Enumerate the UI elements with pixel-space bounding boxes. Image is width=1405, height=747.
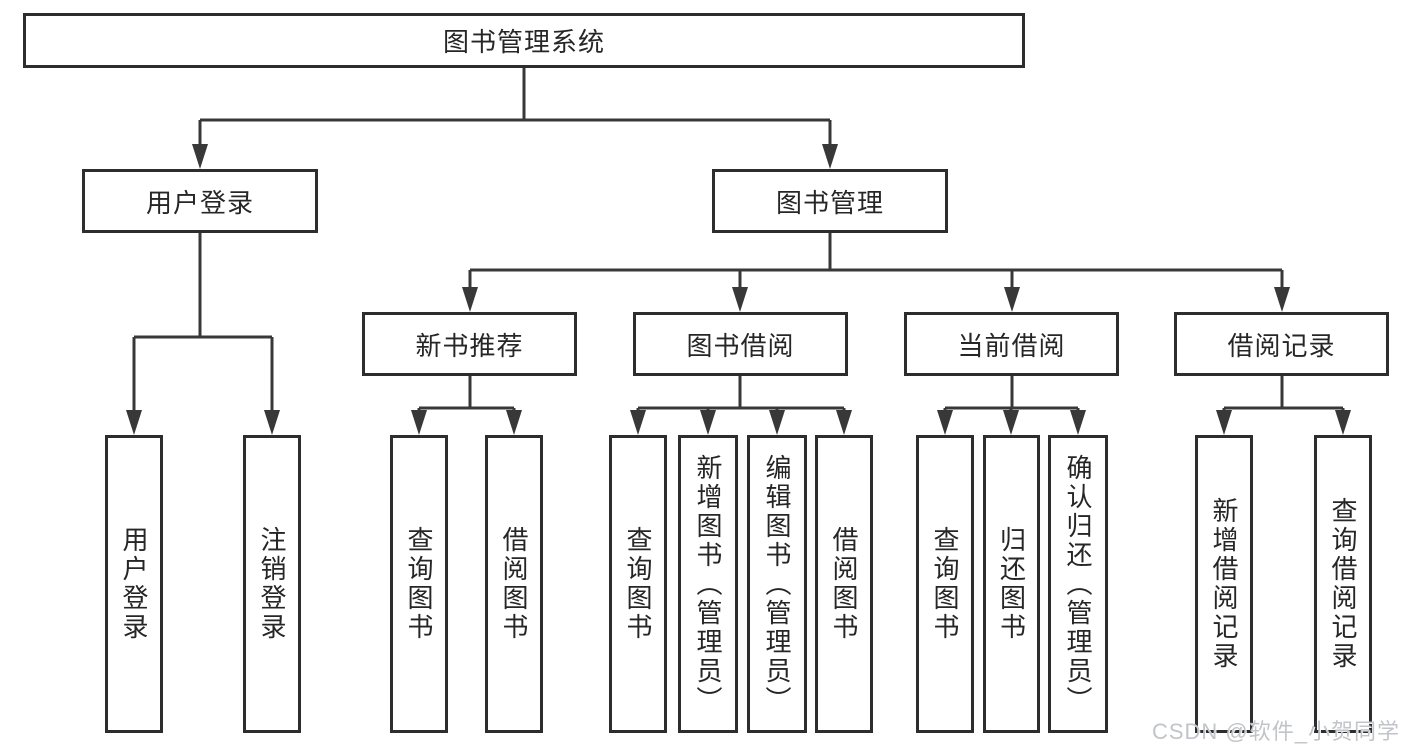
node-label: 确认归还（管理员） [1063,453,1093,715]
node-label: 新增借阅记录 [1209,497,1239,671]
arrow-down-icon [732,287,748,312]
node-label: 查询图书 [623,526,653,642]
leaf-return-books: 归还图书 [983,435,1040,733]
leaf-query-books-current: 查询图书 [916,435,974,733]
node-borrowing-records: 借阅记录 [1174,312,1389,376]
leaf-query-borrowing-record: 查询借阅记录 [1314,435,1372,733]
node-label: 图书管理 [775,187,884,218]
arrow-down-icon [126,410,142,435]
leaf-query-books-borrowing: 查询图书 [609,435,667,733]
leaf-edit-book-admin: 编辑图书（管理员） [747,435,807,733]
node-user-login: 用户登录 [82,169,318,233]
arrow-down-icon [1216,410,1232,435]
node-label: 注销登录 [257,526,287,642]
node-label: 用户登录 [145,187,254,218]
node-label: 查询借阅记录 [1328,497,1358,671]
arrow-down-icon [769,410,785,435]
node-current-borrowing: 当前借阅 [904,312,1119,376]
leaf-query-books-recommend: 查询图书 [390,435,448,733]
node-label: 当前借阅 [957,330,1066,361]
node-label: 图书管理系统 [442,27,605,57]
node-label: 图书借阅 [686,330,795,361]
node-label: 借阅图书 [829,526,859,642]
node-label: 查询图书 [930,526,960,642]
arrow-down-icon [1070,410,1086,435]
arrow-down-icon [836,410,852,435]
node-label: 归还图书 [996,526,1027,642]
leaf-user-login: 用户登录 [105,435,163,733]
leaf-borrow-books-borrowing: 借阅图书 [815,435,873,733]
node-label: 借阅图书 [499,526,529,642]
arrow-down-icon [506,410,522,435]
arrow-down-icon [822,144,838,169]
arrow-down-icon [1335,410,1351,435]
leaf-borrow-books-recommend: 借阅图书 [485,435,543,733]
arrow-down-icon [411,410,427,435]
arrow-down-icon [937,410,953,435]
node-new-book-recommendation: 新书推荐 [362,312,577,376]
arrow-down-icon [700,410,716,435]
arrow-down-icon [1003,410,1019,435]
node-book-management: 图书管理 [712,169,948,233]
node-label: 新增图书（管理员） [693,453,723,715]
node-root-library-system: 图书管理系统 [23,13,1025,68]
node-label: 新书推荐 [415,330,524,361]
leaf-logout: 注销登录 [243,435,301,733]
leaf-add-borrowing-record: 新增借阅记录 [1195,435,1253,733]
node-label: 查询图书 [404,526,434,642]
csdn-watermark: CSDN @软件_小贺同学 [1151,719,1400,744]
node-label: 借阅记录 [1227,330,1336,361]
node-label: 编辑图书（管理员） [762,453,792,715]
node-label: 用户登录 [119,526,149,642]
arrow-down-icon [630,410,646,435]
leaf-add-book-admin: 新增图书（管理员） [678,435,738,733]
arrow-down-icon [192,144,208,169]
node-book-borrowing: 图书借阅 [633,312,848,376]
leaf-confirm-return-admin: 确认归还（管理员） [1048,435,1108,733]
arrow-down-icon [1274,287,1290,312]
arrow-down-icon [1004,287,1020,312]
arrow-down-icon [264,410,280,435]
arrow-down-icon [462,287,478,312]
